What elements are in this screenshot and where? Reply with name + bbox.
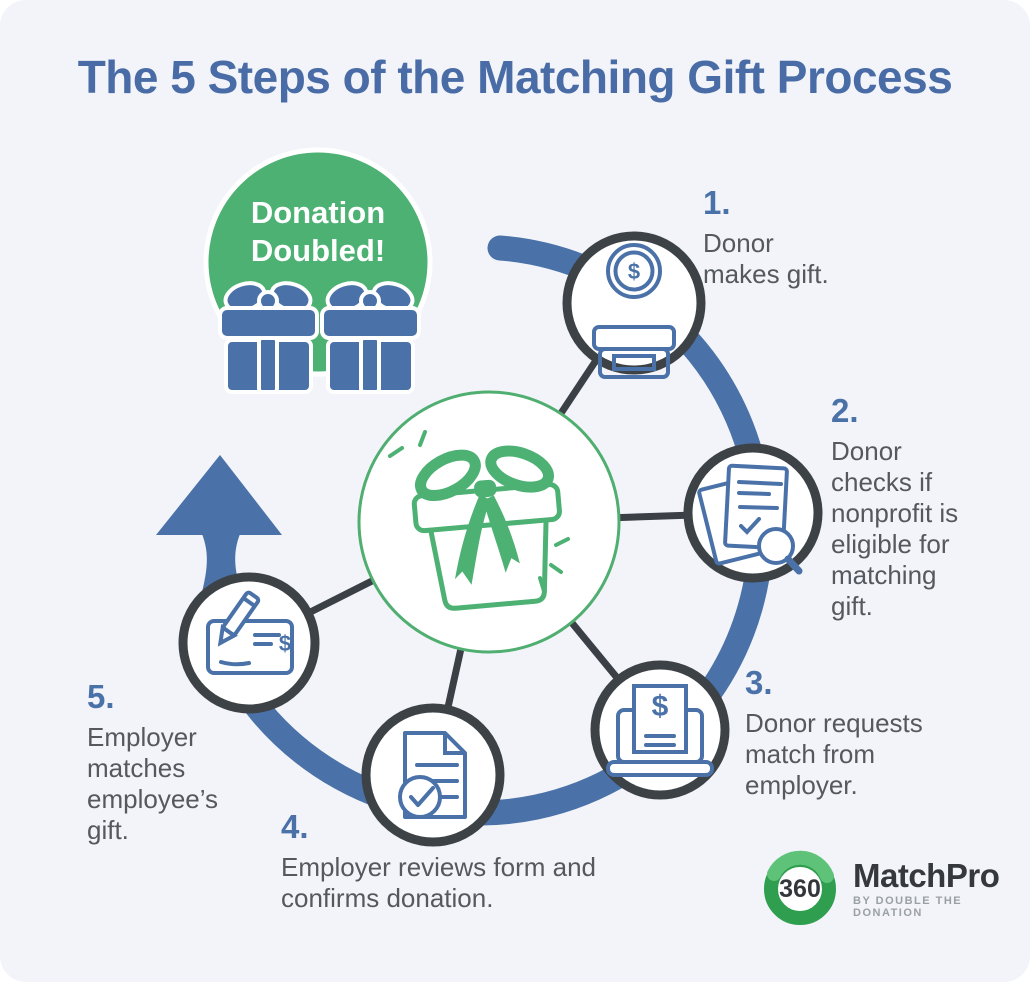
svg-text:$: $	[628, 259, 640, 284]
step-4-text: Employer reviews form and confirms donat…	[281, 852, 596, 913]
up-arrow-icon	[156, 455, 282, 592]
logo-360-text: 360	[779, 874, 821, 903]
document-check-icon	[398, 731, 467, 819]
logo-name: MatchPro	[853, 857, 1000, 894]
step-4-number: 4.	[281, 808, 309, 845]
donation-doubled-label: Donation Doubled!	[250, 195, 386, 268]
gift-boxes-icon	[218, 281, 421, 394]
step-1-label: 1. Donor makes gift.	[703, 186, 829, 290]
donation-box-coin-icon: $	[592, 243, 676, 379]
step-3-text: Donor requests match from employer.	[745, 708, 923, 800]
page-title: The 5 Steps of the Matching Gift Process	[77, 51, 953, 103]
check-writing-icon: $	[206, 590, 294, 675]
document-magnifier-icon	[697, 463, 803, 575]
step-5-label: 5. Employer matches employee’s gift.	[87, 680, 218, 846]
step-3-number: 3.	[745, 664, 773, 701]
step-2-number: 2.	[831, 392, 859, 429]
step-1-number: 1.	[703, 184, 731, 221]
step-5-number: 5.	[87, 678, 115, 715]
step-1-text: Donor makes gift.	[703, 228, 829, 289]
step-3-label: 3. Donor requests match from employer.	[745, 666, 923, 801]
logo-360-ring-icon	[764, 850, 836, 925]
gift-box-icon	[388, 430, 570, 611]
step-2-label: 2. Donor checks if nonprofit is eligible…	[831, 394, 958, 622]
logo-tagline: BY DOUBLE THE DONATION	[853, 895, 963, 919]
step-5-text: Employer matches employee’s gift.	[87, 722, 219, 845]
logo-ring: 360	[757, 846, 843, 932]
step-4-label: 4. Employer reviews form and confirms do…	[281, 810, 596, 914]
svg-text:$: $	[652, 690, 669, 723]
svg-text:$: $	[279, 631, 291, 656]
step-2-text: Donor checks if nonprofit is eligible fo…	[831, 436, 959, 621]
laptop-receipt-icon: $	[606, 684, 714, 777]
brand-logo: 360 MatchPro BY DOUBLE THE DONATION	[757, 846, 1030, 932]
